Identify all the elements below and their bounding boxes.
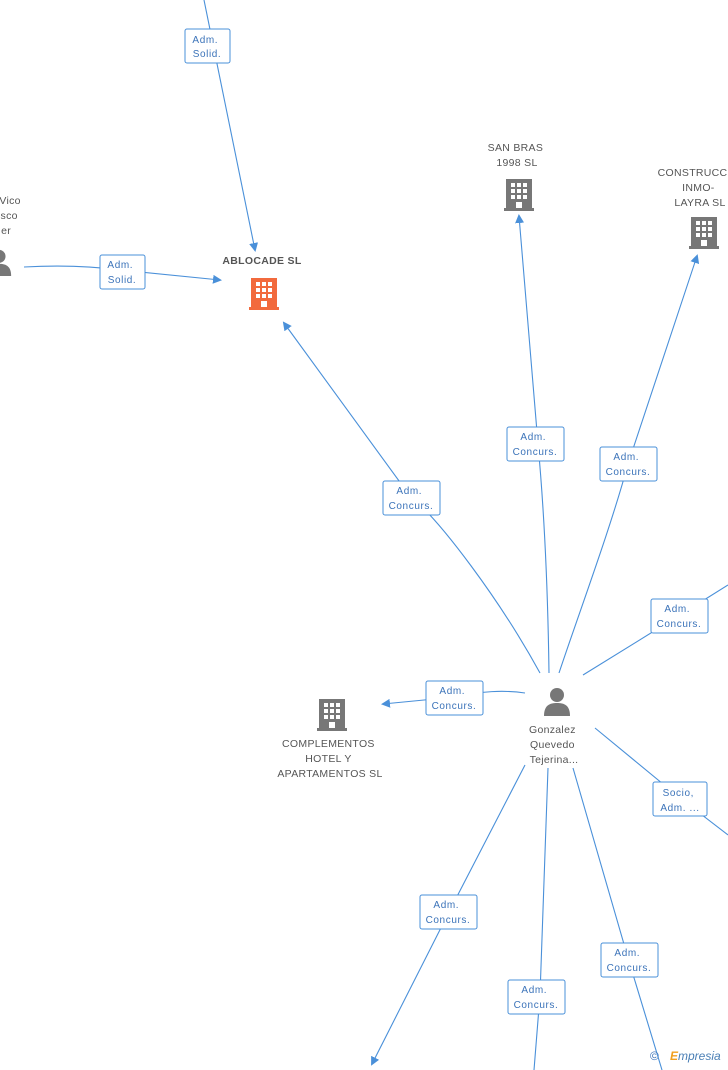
edges: [23, 0, 728, 1070]
svg-text:Adm. Concurs.: Adm. Concurs.: [513, 432, 558, 458]
edge-label-line: Concurs.: [513, 447, 558, 458]
edge-label-line: Adm.: [396, 486, 422, 497]
edge-label-line: Adm.: [107, 260, 133, 271]
svg-text:Adm. Concurs.: Adm. Concurs.: [657, 604, 702, 630]
edge-label-line: Adm.: [439, 686, 465, 697]
svg-text:Adm. Solid.: Adm. Solid.: [192, 35, 221, 60]
svg-text:Vico sco er: Vico sco er: [0, 195, 24, 237]
edge-label-line: Solid.: [108, 275, 137, 286]
node-label-line: er: [1, 225, 11, 237]
edge-label-line: Adm.: [613, 452, 639, 463]
svg-text:Socio, Adm. ...: Socio, Adm. ...: [660, 788, 699, 814]
edge-label-e5[interactable]: Adm. Concurs.: [599, 446, 658, 482]
svg-text:ABLOCADE SL: ABLOCADE SL: [222, 255, 301, 267]
svg-text:Adm. Concurs.: Adm. Concurs.: [606, 452, 651, 478]
person-icon: [544, 688, 570, 716]
edge-label-e11[interactable]: Adm. Concurs.: [507, 979, 566, 1015]
edge-label-e10[interactable]: Adm. Concurs.: [600, 942, 659, 978]
edge-label-e7[interactable]: Adm. Concurs.: [425, 680, 484, 716]
edge-label-e3[interactable]: Adm. Concurs.: [382, 480, 441, 516]
person-icon: [0, 249, 12, 276]
node-label-line: Vico: [0, 195, 21, 207]
svg-text:Adm. Concurs.: Adm. Concurs.: [389, 486, 434, 512]
company-node-ablocade[interactable]: ABLOCADE SL: [222, 255, 302, 310]
svg-text:SAN BRAS 1998 SL: SAN BRAS 1998 SL: [488, 142, 547, 169]
edge-label-line: Adm. ...: [660, 803, 699, 814]
brand-initial: E: [670, 1049, 679, 1063]
edge-label-line: Adm.: [520, 432, 546, 443]
svg-text:COMPLEMENTOS HOTEL Y: COMPLEMENTOS HOTEL Y APARTAMENTOS SL: [277, 738, 382, 780]
edge-label-line: Socio,: [663, 788, 694, 799]
edge-label-line: Concurs.: [606, 467, 651, 478]
edge-label-line: Concurs.: [432, 701, 477, 712]
node-label-line: CONSTRUCCIO: [658, 167, 728, 179]
svg-text:Adm. Concurs.: Adm. Concurs.: [514, 985, 559, 1011]
brand-logo[interactable]: Empresia: [670, 1049, 721, 1063]
building-icon: [689, 217, 719, 249]
node-label-line: 1998 SL: [496, 157, 537, 169]
edge-label-e6[interactable]: Adm. Concurs.: [650, 598, 709, 634]
node-label-line: LAYRA SL: [674, 197, 725, 209]
svg-text:Adm. Concurs.: Adm. Concurs.: [426, 900, 471, 926]
edge-label-line: Concurs.: [389, 501, 434, 512]
building-icon: [317, 699, 347, 731]
person-node-gonzalez[interactable]: Gonzalez Quevedo Tejerina...: [529, 688, 579, 766]
node-label-line: SAN BRAS: [488, 142, 544, 154]
node-label-line: sco: [1, 210, 18, 222]
edge-label-line: Adm.: [521, 985, 547, 996]
building-icon: [504, 179, 534, 211]
edge-gonzalez-to-bottom-right: [572, 767, 663, 1070]
svg-text:Adm. Concurs.: Adm. Concurs.: [607, 948, 652, 974]
copyright-icon: ©: [650, 1049, 659, 1063]
edge-label-line: Adm.: [664, 604, 690, 615]
company-node-sanbras[interactable]: SAN BRAS 1998 SL: [488, 142, 547, 211]
person-node-vico[interactable]: Vico sco er: [0, 195, 24, 276]
node-label-line: Quevedo: [530, 739, 575, 751]
svg-text:Adm. Solid.: Adm. Solid.: [107, 260, 136, 286]
edge-label-line: Concurs.: [426, 915, 471, 926]
node-label-line: Gonzalez: [529, 724, 576, 736]
node-label-line: HOTEL Y: [305, 753, 351, 765]
brand-name: mpresia: [678, 1049, 721, 1063]
node-label-line: INMO-: [682, 182, 715, 194]
company-node-construccio[interactable]: CONSTRUCCIO INMO- LAYRA SL: [658, 167, 728, 249]
svg-text:CONSTRUCCIO INMO-: CONSTRUCCIO INMO- LAYRA SL: [658, 167, 728, 209]
edge-label-e1[interactable]: Adm. Solid.: [184, 28, 231, 64]
svg-text:Adm. Concurs.: Adm. Concurs.: [432, 686, 477, 712]
building-icon: [249, 278, 279, 310]
edge-label-line: Concurs.: [607, 963, 652, 974]
edge-label-line: Adm.: [192, 35, 218, 46]
company-node-complementos[interactable]: COMPLEMENTOS HOTEL Y APARTAMENTOS SL: [277, 699, 382, 780]
edge-label-line: Solid.: [193, 49, 222, 60]
edge-label-line: Concurs.: [514, 1000, 559, 1011]
edge-label-e2[interactable]: Adm. Solid.: [99, 254, 146, 290]
edge-gonzalez-to-bottom-mid: [533, 767, 549, 1070]
edge-label-line: Concurs.: [657, 619, 702, 630]
node-label-line: Tejerina...: [530, 754, 579, 766]
edge-label-e4[interactable]: Adm. Concurs.: [506, 426, 565, 462]
svg-text:Gonzalez Quevedo T: Gonzalez Quevedo Tejerina...: [529, 724, 579, 766]
edge-label-line: Adm.: [433, 900, 459, 911]
node-label-line: ABLOCADE SL: [222, 255, 301, 267]
edge-label-line: Adm.: [614, 948, 640, 959]
edge-label-e8[interactable]: Socio, Adm. ...: [652, 781, 708, 817]
node-label-line: APARTAMENTOS SL: [277, 768, 382, 780]
node-label-line: COMPLEMENTOS: [282, 738, 375, 750]
edge-label-e9[interactable]: Adm. Concurs.: [419, 894, 478, 930]
